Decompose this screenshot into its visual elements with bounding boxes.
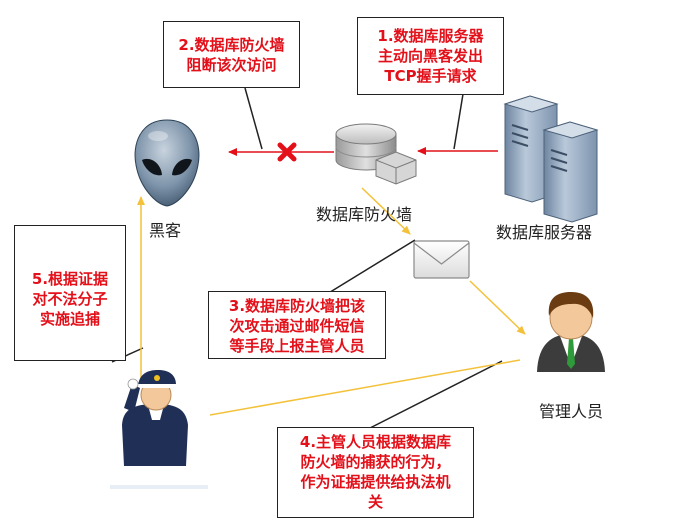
callout-step1: 1.数据库服务器 主动向黑客发出 TCP握手请求	[357, 17, 504, 95]
envelope-icon	[413, 240, 470, 279]
label-manager: 管理人员	[539, 402, 604, 421]
callout-line: 关	[367, 493, 383, 511]
callout-line: 1.数据库服务器	[377, 27, 484, 45]
label-hacker: 黑客	[149, 221, 182, 240]
callout-step3: 3.数据库防火墙把该 次攻击通过邮件短信 等手段上报主管人员	[208, 291, 386, 359]
callout-line: 2.数据库防火墙	[178, 36, 285, 54]
arrow-manager-to-police	[209, 359, 521, 416]
pointer-step4	[369, 360, 503, 429]
pointer-step1	[453, 93, 464, 150]
callout-line: 实施追捕	[39, 310, 100, 328]
callout-step2: 2.数据库防火墙 阻断该次访问	[163, 21, 300, 88]
pointer-step3	[326, 239, 416, 295]
callout-line: 次攻击通过邮件短信	[229, 317, 365, 335]
callout-line: 等手段上报主管人员	[229, 337, 365, 355]
callout-line: 防火墙的捕获的行为，	[300, 453, 451, 471]
callout-line: 4.主管人员根据数据库	[299, 433, 452, 451]
callout-line: 作为证据提供给执法机	[300, 473, 451, 491]
police-officer-icon	[110, 370, 208, 489]
callout-line: 对不法分子	[32, 290, 108, 308]
callout-step5: 5.根据证据 对不法分子 实施追捕	[14, 225, 126, 361]
database-firewall-icon	[335, 123, 417, 185]
label-servers: 数据库服务器	[496, 223, 593, 242]
manager-person-icon	[537, 292, 605, 372]
arrow-firewall-to-mail	[361, 187, 411, 235]
callout-line: 阻断该次访问	[186, 56, 277, 74]
pointer-step2	[244, 87, 263, 150]
label-firewall: 数据库防火墙	[316, 205, 413, 224]
callout-step4: 4.主管人员根据数据库 防火墙的捕获的行为， 作为证据提供给执法机 关	[277, 427, 474, 518]
callout-line: 3.数据库防火墙把该	[228, 297, 366, 315]
server-tower-icon	[503, 95, 599, 223]
alien-head-icon	[134, 119, 200, 207]
arrow-mail-to-manager	[469, 280, 526, 335]
callout-line: 5.根据证据	[31, 270, 109, 288]
callout-line: 主动向黑客发出	[377, 47, 483, 65]
red-x-icon	[277, 142, 297, 162]
callout-line: TCP握手请求	[384, 67, 477, 85]
